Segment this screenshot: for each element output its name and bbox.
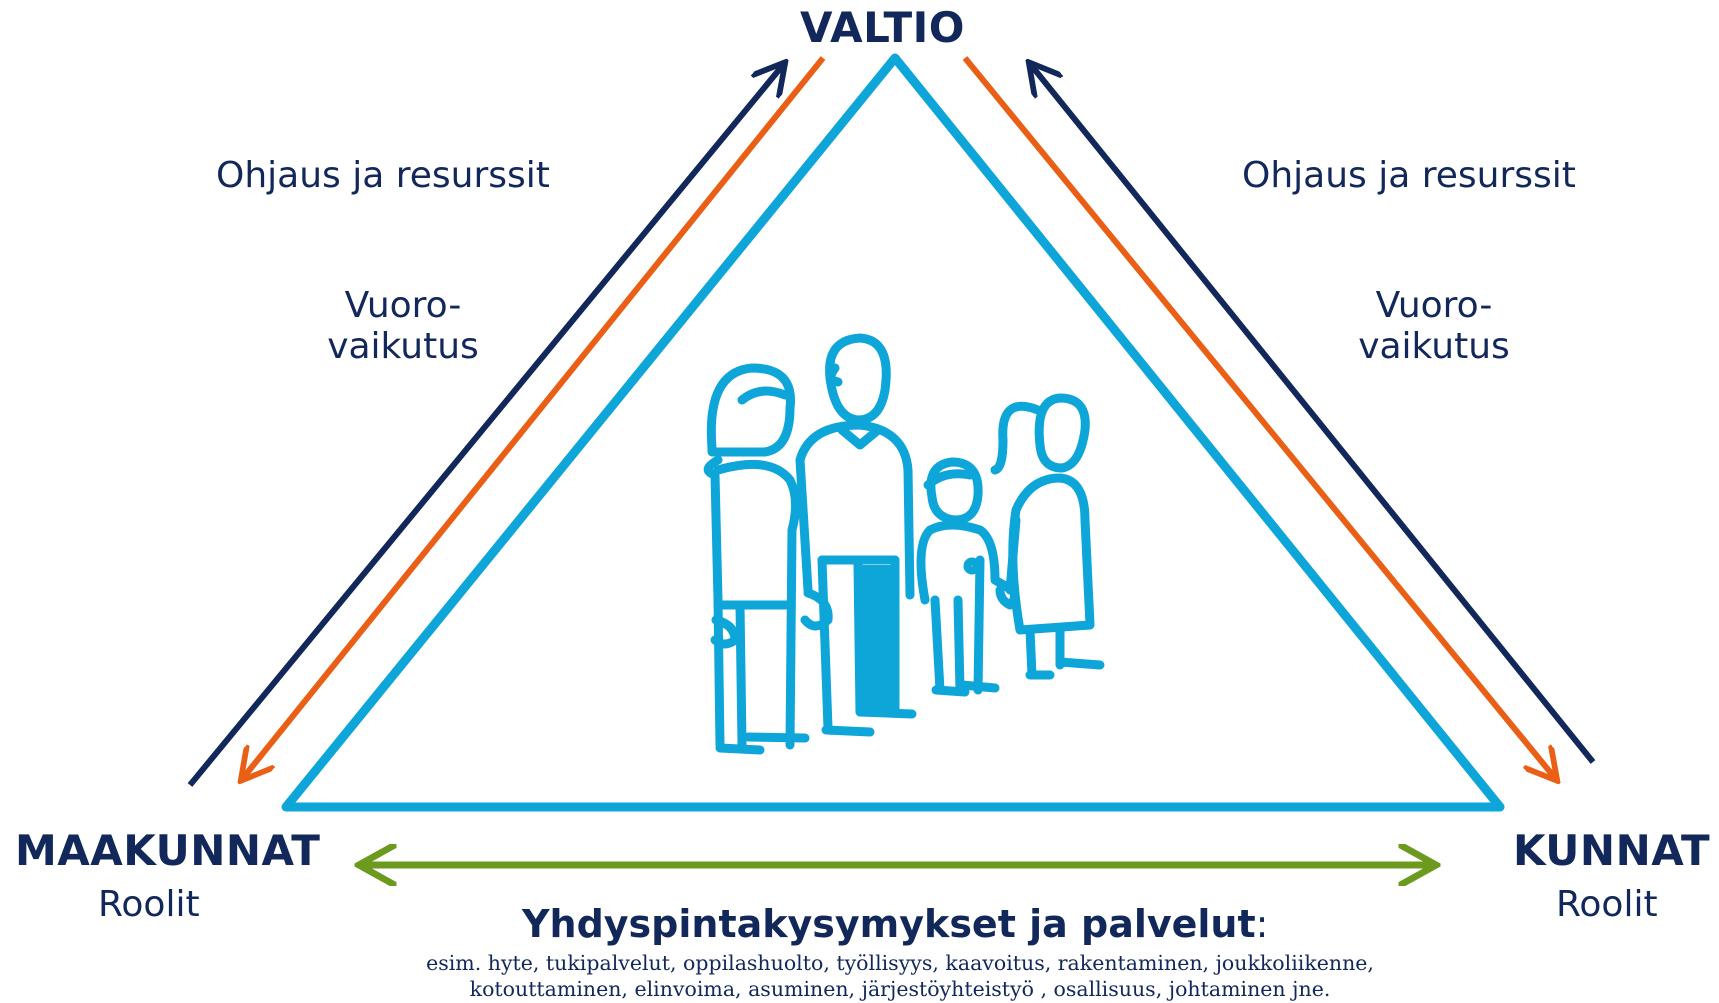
right-navy-arrow	[1031, 65, 1596, 764]
bottom-description: esim. hyte, tukipalvelut, oppilashuolto,…	[300, 950, 1500, 1002]
node-valtio-title: VALTIO	[800, 3, 965, 52]
right-edge-label-ohjaus: Ohjaus ja resurssit	[1242, 155, 1576, 196]
right-vuoro-line1: Vuoro-	[1375, 285, 1493, 326]
right-vuoro-line2: vaikutus	[1358, 326, 1510, 367]
node-maakunnat-subtitle: Roolit	[98, 884, 200, 925]
node-maakunnat-title: MAAKUNNAT	[15, 826, 321, 875]
node-kunnat-subtitle: Roolit	[1556, 884, 1658, 925]
bottom-line-2: kotouttaminen, elinvoima, asuminen, järj…	[469, 977, 1331, 1001]
bottom-title-bold: Yhdyspintakysymykset ja palvelut	[522, 902, 1256, 946]
family-icon	[703, 333, 1105, 755]
node-kunnat-title: KUNNAT	[1513, 826, 1711, 875]
left-edge-label-vuoro: Vuoro- vaikutus	[318, 285, 488, 367]
left-orange-arrow	[243, 56, 826, 778]
bottom-title-suffix: :	[1255, 902, 1269, 946]
left-navy-arrow	[187, 65, 783, 787]
trouser-fill	[858, 565, 895, 712]
right-edge-label-vuoro: Vuoro- vaikutus	[1349, 285, 1519, 367]
right-orange-arrow	[962, 56, 1555, 778]
left-vuoro-line2: vaikutus	[327, 326, 479, 367]
bottom-line-1: esim. hyte, tukipalvelut, oppilashuolto,…	[426, 951, 1374, 975]
bottom-title: Yhdyspintakysymykset ja palvelut:	[522, 902, 1268, 946]
central-triangle	[281, 53, 1505, 812]
left-vuoro-line1: Vuoro-	[344, 285, 462, 326]
left-edge-label-ohjaus: Ohjaus ja resurssit	[216, 155, 550, 196]
